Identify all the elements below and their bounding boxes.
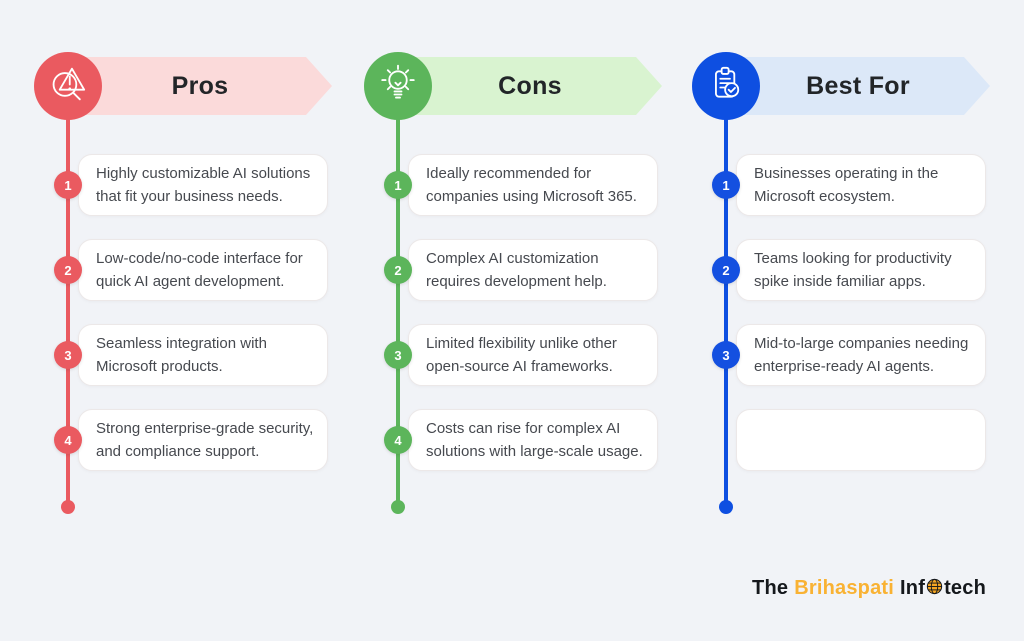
pros-card-2: Low-code/no-code interface for quick AI … xyxy=(78,239,328,301)
cons-item-2-number: 2 xyxy=(384,256,412,284)
pros-item-2-text: Low-code/no-code interface for quick AI … xyxy=(96,250,303,290)
cons-icon-circle xyxy=(364,52,432,120)
best-for-header-banner: Best For xyxy=(726,57,990,115)
cons-timeline-line xyxy=(396,118,400,508)
cons-item-4-text: Costs can rise for complex AI solutions … xyxy=(426,420,643,460)
best-for-timeline-line xyxy=(724,118,728,508)
cons-card-1: Ideally recommended for companies using … xyxy=(408,154,658,216)
cons-header-banner: Cons xyxy=(398,57,662,115)
cons-item-1-text: Ideally recommended for companies using … xyxy=(426,165,637,205)
pros-card-1: Highly customizable AI solutions that fi… xyxy=(78,154,328,216)
cons-item-3-text: Limited flexibility unlike other open-so… xyxy=(426,335,617,375)
column-pros: Pros 1 Highly customizable AI solutions … xyxy=(34,0,335,560)
best-for-empty-card xyxy=(736,409,986,471)
pros-header-banner: Pros xyxy=(68,57,332,115)
best-for-item-1-text: Businesses operating in the Microsoft ec… xyxy=(754,165,939,205)
pros-item-4-text: Strong enterprise-grade security, and co… xyxy=(96,420,314,460)
best-for-item-3-text: Mid-to-large companies needing enterpris… xyxy=(754,335,969,375)
best-for-title: Best For xyxy=(806,72,910,100)
cons-item-2-text: Complex AI customization requires develo… xyxy=(426,250,607,290)
clipboard-check-icon xyxy=(705,63,747,110)
globe-icon xyxy=(926,578,943,601)
pros-card-4: Strong enterprise-grade security, and co… xyxy=(78,409,328,471)
cons-timeline-end-dot xyxy=(391,500,405,514)
best-for-item-3-number: 3 xyxy=(712,341,740,369)
best-for-card-3: Mid-to-large companies needing enterpris… xyxy=(736,324,986,386)
pros-item-3-number: 3 xyxy=(54,341,82,369)
best-for-item-4-text xyxy=(737,410,985,418)
brand-brihaspati: Brihaspati xyxy=(794,576,895,599)
pros-title: Pros xyxy=(171,72,229,100)
pros-item-1-number: 1 xyxy=(54,171,82,199)
column-best-for: Best For 1 Businesses operating in the M… xyxy=(692,0,993,560)
cons-card-2: Complex AI customization requires develo… xyxy=(408,239,658,301)
best-for-item-2-text: Teams looking for productivity spike ins… xyxy=(754,250,952,290)
column-cons: Cons 1 xyxy=(364,0,665,560)
cons-item-3-number: 3 xyxy=(384,341,412,369)
alert-magnifier-icon xyxy=(47,63,89,110)
best-for-timeline-end-dot xyxy=(719,500,733,514)
pros-item-4-number: 4 xyxy=(54,426,82,454)
brand-logo: The Brihaspati Inf tech xyxy=(752,575,986,601)
pros-timeline-line xyxy=(66,118,70,508)
brand-the: The xyxy=(752,576,789,599)
cons-card-4: Costs can rise for complex AI solutions … xyxy=(408,409,658,471)
best-for-icon-circle xyxy=(692,52,760,120)
lightbulb-icon xyxy=(377,63,419,110)
pros-item-1-text: Highly customizable AI solutions that fi… xyxy=(96,165,311,205)
cons-title: Cons xyxy=(498,72,562,100)
pros-item-2-number: 2 xyxy=(54,256,82,284)
brand-inf: Inf xyxy=(900,576,926,599)
pros-timeline-end-dot xyxy=(61,500,75,514)
best-for-item-1-number: 1 xyxy=(712,171,740,199)
best-for-item-2-number: 2 xyxy=(712,256,740,284)
brand-tech: tech xyxy=(944,576,986,599)
pros-card-3: Seamless integration with Microsoft prod… xyxy=(78,324,328,386)
best-for-card-1: Businesses operating in the Microsoft ec… xyxy=(736,154,986,216)
cons-item-4-number: 4 xyxy=(384,426,412,454)
pros-item-3-text: Seamless integration with Microsoft prod… xyxy=(96,335,267,375)
pros-icon-circle xyxy=(34,52,102,120)
cons-card-3: Limited flexibility unlike other open-so… xyxy=(408,324,658,386)
best-for-card-2: Teams looking for productivity spike ins… xyxy=(736,239,986,301)
cons-item-1-number: 1 xyxy=(384,171,412,199)
